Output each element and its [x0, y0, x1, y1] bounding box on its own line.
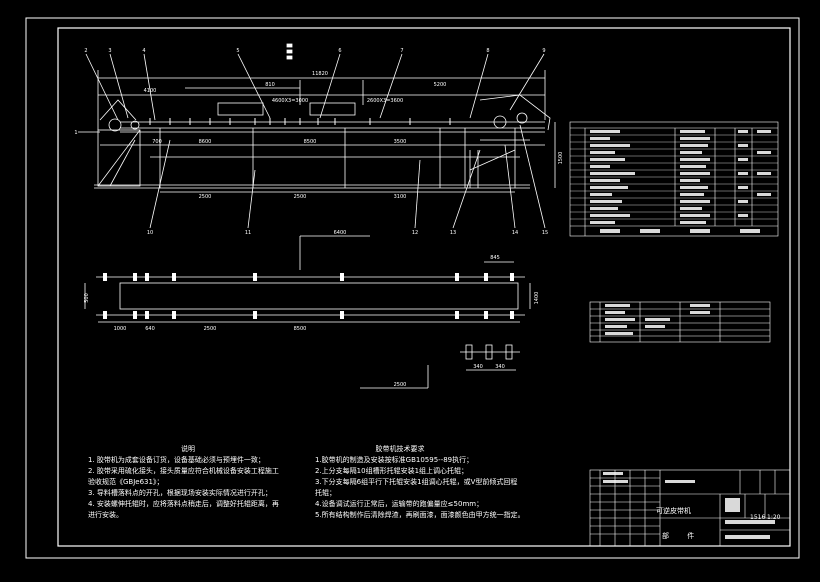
dim-seg-2: 8600	[199, 139, 212, 145]
balloon-7: 7	[400, 48, 403, 54]
dim-span-a: 4600X3=3000	[272, 98, 308, 104]
spec-table	[589, 301, 771, 343]
dim-detail-2: 340	[495, 364, 505, 370]
title-block-weight: 1516	[750, 514, 766, 521]
notes-left-title: 说明	[181, 445, 195, 453]
balloon-1: 1	[74, 130, 77, 136]
elevation-dimensions: 11820 4100 810 5200 4600X3=3000 2600X3=3…	[144, 71, 564, 200]
notes-left: 说明 1. 胶带机为成套设备订货，设备基础必须与预埋件一致； 2. 胶带采用硫化…	[88, 444, 303, 521]
dim-top-left: 4100	[144, 88, 157, 94]
dim-top-mid: 810	[265, 82, 275, 88]
title-block-name: 可逆皮带机	[656, 507, 691, 515]
title-block-part: 部 件	[662, 532, 703, 540]
balloon-5: 5	[236, 48, 239, 54]
notes-right: 胶带机技术要求 1.胶带机的制造及安装按标准GB10595--89执行； 2.上…	[315, 444, 575, 521]
dim-seg-4: 2500	[294, 194, 307, 200]
notes-right-line: 2.上分支每隔10组槽形托辊安装1组上调心托辊；	[315, 467, 469, 475]
dim-top-right: 5200	[434, 82, 447, 88]
dim-plan-4: 8500	[294, 326, 307, 332]
notes-left-line: 3. 导料槽落料点的开孔，根据现场安装实际情况进行开孔；	[88, 489, 272, 497]
dim-seg-5: 8500	[304, 139, 317, 145]
balloon-15: 15	[542, 230, 548, 236]
dim-seg-6: 3100	[394, 194, 407, 200]
dim-seg-3: 3500	[394, 139, 407, 145]
dim-leader-2: 2500	[394, 382, 407, 388]
balloon-10: 10	[147, 230, 153, 236]
detail-view	[360, 344, 520, 389]
dim-plan-6: 1400	[534, 292, 540, 305]
dim-left-small: 700	[152, 139, 162, 145]
dim-span-b: 2600X3=3600	[367, 98, 403, 104]
balloon-13: 13	[450, 230, 456, 236]
balloon-3: 3	[108, 48, 111, 54]
notes-right-title: 胶带机技术要求	[375, 445, 425, 453]
balloon-12: 12	[412, 230, 418, 236]
balloon-8: 8	[486, 48, 489, 54]
title-block-scale: 1:20	[767, 514, 781, 521]
detail-dimensions: 340 340 2500	[394, 364, 505, 388]
dim-plan-7: 500	[84, 293, 90, 303]
inner-frame	[57, 27, 791, 547]
part-balloons: 1 2 3 4 5 6 7 8 9 10 11 12 13 14 15	[74, 48, 548, 236]
plan-view	[84, 235, 531, 323]
balloon-6: 6	[338, 48, 341, 54]
balloon-11: 11	[245, 230, 251, 236]
dim-seg-1: 2500	[199, 194, 212, 200]
plan-dimensions: 1000 640 2500 8500 845 1400 500 6400	[84, 230, 540, 332]
notes-right-line: 4.设备调试运行正常后，运输带的跑偏量应≤50mm；	[315, 500, 484, 508]
dim-leader-1: 6400	[334, 230, 347, 236]
dim-detail-1: 340	[473, 364, 483, 370]
dim-plan-2: 640	[145, 326, 155, 332]
balloon-2: 2	[84, 48, 87, 54]
dim-plan-1: 1000	[114, 326, 127, 332]
notes-right-line: 3.下分支每隔6组平行下托辊安装1组调心托辊，或V型前倾式回程	[315, 478, 518, 486]
dim-plan-3: 2500	[204, 326, 217, 332]
title-block	[589, 469, 791, 547]
dim-height: 1500	[558, 152, 564, 165]
notes-left-line: 验收规范《GBJe631》；	[88, 478, 164, 486]
dim-plan-5: 845	[490, 255, 500, 261]
notes-left-line: 4. 安装螺伸托辊时，应将落料点稍走后，调整好托辊距离，再	[88, 500, 279, 508]
balloon-14: 14	[512, 230, 518, 236]
elevation-view	[78, 43, 556, 229]
balloon-9: 9	[542, 48, 545, 54]
outer-frame	[25, 17, 800, 559]
notes-left-line: 2. 胶带采用硫化接头，接头质量应符合机械设备安装工程施工	[88, 467, 279, 475]
parts-list-table	[569, 121, 779, 237]
notes-right-line: 托辊；	[315, 489, 336, 497]
notes-left-line: 1. 胶带机为成套设备订货，设备基础必须与预埋件一致；	[88, 456, 265, 464]
dim-overall: 11820	[312, 71, 328, 77]
notes-right-line: 1.胶带机的制造及安装按标准GB10595--89执行；	[315, 456, 474, 464]
notes-left-line: 进行安装。	[88, 511, 123, 519]
notes-right-line: 5.所有结构制作后清除焊渣，再刷面漆，面漆颜色由甲方统一指定。	[315, 511, 525, 519]
balloon-4: 4	[142, 48, 145, 54]
